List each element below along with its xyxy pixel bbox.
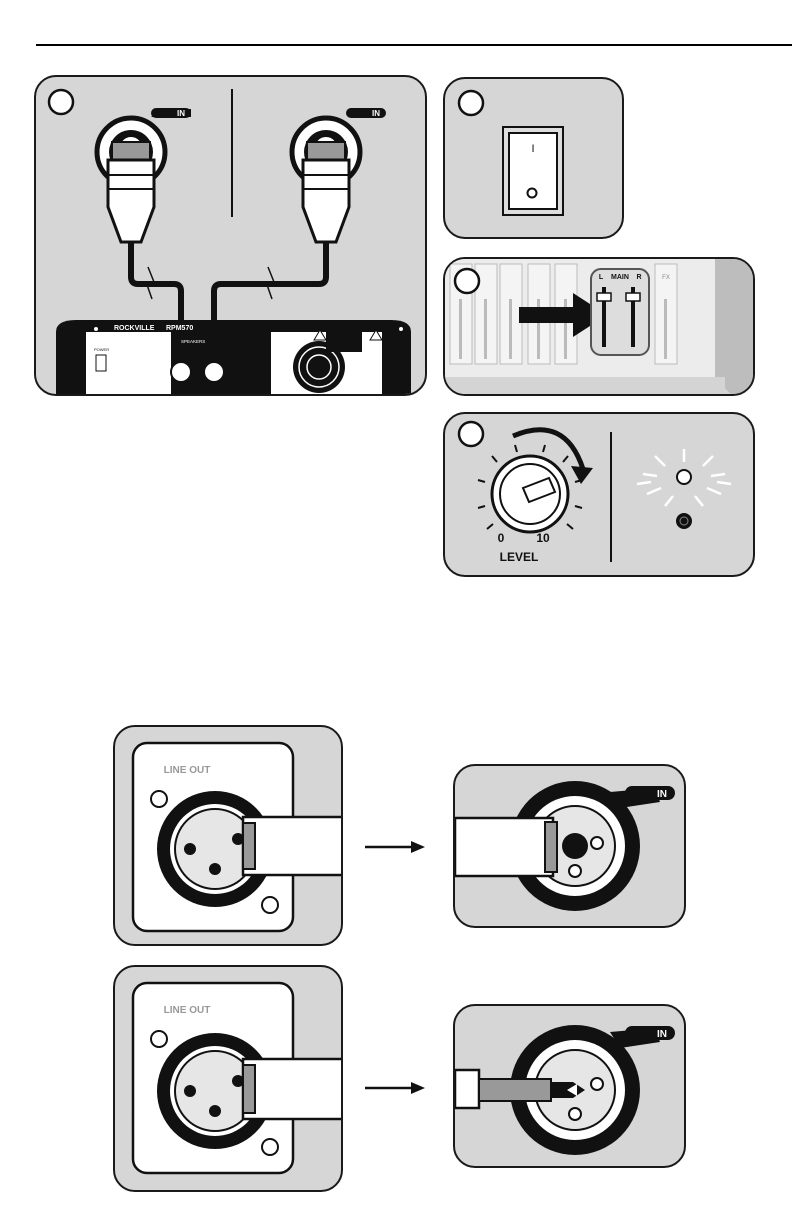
quarter-inch-plug-shaft bbox=[479, 1079, 551, 1101]
quarter-inch-target-illustration: IN bbox=[455, 1006, 686, 1168]
line-out-label: LINE OUT bbox=[164, 1005, 211, 1016]
step-marker bbox=[49, 90, 73, 114]
level-knob[interactable] bbox=[492, 456, 568, 532]
xlr-source-panel: LINE OUT bbox=[113, 725, 343, 946]
wiring-step-panel: IN IN bbox=[34, 75, 427, 396]
quarter-inch-source-panel: LINE OUT bbox=[113, 965, 343, 1192]
svg-text:IN: IN bbox=[372, 109, 380, 118]
power-label: POWER bbox=[94, 347, 109, 352]
in-tag bbox=[625, 786, 675, 800]
quarter-inch-source-illustration: LINE OUT bbox=[115, 967, 343, 1192]
power-switch-step-panel: I bbox=[443, 77, 624, 239]
clip-led bbox=[677, 514, 691, 528]
svg-text:IN: IN bbox=[177, 109, 185, 118]
page-top-rule bbox=[36, 44, 792, 46]
xlr-target-illustration: IN bbox=[455, 766, 686, 928]
line-out-label: LINE OUT bbox=[164, 765, 211, 776]
mixer-illustration: MAIN L R FX bbox=[445, 259, 755, 396]
level-illustration: 0 10 LEVEL bbox=[445, 414, 755, 577]
svg-text:IN: IN bbox=[657, 1029, 667, 1040]
wiring-illustration: IN IN bbox=[36, 77, 427, 396]
power-switch-illustration: I bbox=[445, 79, 624, 239]
level-label: LEVEL bbox=[500, 550, 539, 564]
step-marker bbox=[459, 422, 483, 446]
xlr-target-panel: IN bbox=[453, 764, 686, 928]
on-mark: I bbox=[531, 143, 534, 155]
right-label: R bbox=[636, 274, 641, 281]
fx-label: FX bbox=[662, 275, 670, 281]
quarter-inch-plug-body bbox=[455, 1070, 479, 1108]
main-fader-highlight bbox=[591, 269, 649, 355]
mixer-step-panel: MAIN L R FX bbox=[443, 257, 755, 396]
in-tag bbox=[625, 1026, 675, 1040]
level-min-label: 0 bbox=[498, 531, 505, 545]
power-led bbox=[677, 470, 691, 484]
level-step-panel: 0 10 LEVEL bbox=[443, 412, 755, 577]
xlr-cable-plug bbox=[243, 817, 343, 875]
amplifier-rear-panel: ROCKVILLE RPM570 POWER SPEAKERS bbox=[56, 320, 411, 396]
arrow-right-icon bbox=[363, 837, 427, 857]
right-speakon-plug bbox=[303, 142, 349, 242]
xlr-source-illustration: LINE OUT bbox=[115, 727, 343, 946]
step-marker bbox=[455, 269, 479, 293]
arrow-right-icon bbox=[363, 1078, 427, 1098]
step-marker bbox=[459, 91, 483, 115]
left-label: L bbox=[599, 274, 604, 281]
brand-label: ROCKVILLE bbox=[114, 325, 155, 332]
main-label: MAIN bbox=[611, 274, 629, 281]
speakers-label: SPEAKERS bbox=[181, 339, 205, 344]
svg-text:IN: IN bbox=[657, 789, 667, 800]
level-max-label: 10 bbox=[536, 531, 550, 545]
quarter-inch-target-panel: IN bbox=[453, 1004, 686, 1168]
xlr-cable-plug bbox=[243, 1059, 343, 1119]
left-speakon-plug bbox=[108, 142, 154, 242]
model-label: RPM570 bbox=[166, 325, 193, 332]
xlr-cable-plug bbox=[455, 818, 553, 876]
